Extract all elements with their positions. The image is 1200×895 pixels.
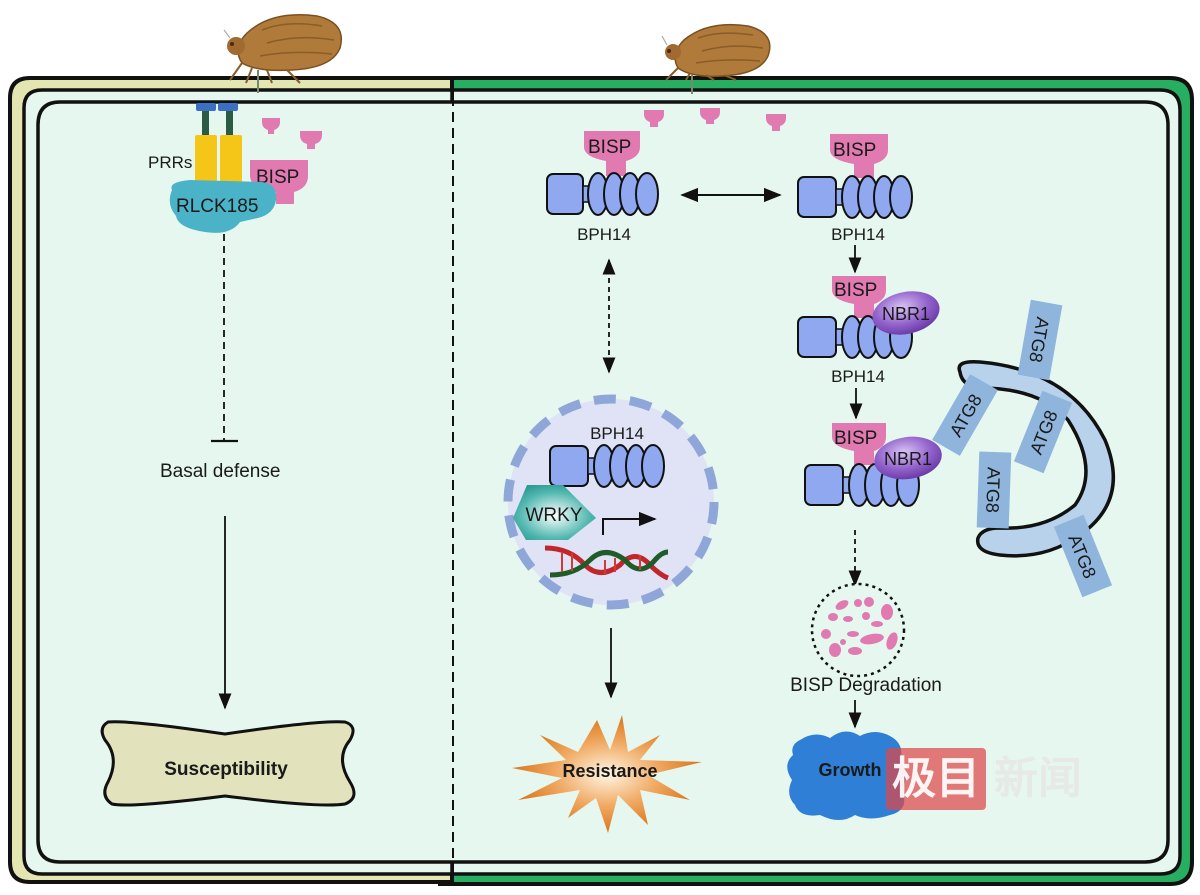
bph14-label: BPH14 xyxy=(831,367,885,386)
watermark: 极目 新闻 xyxy=(886,748,1082,810)
dna-helix-icon xyxy=(544,545,669,581)
bisp-label-left: BISP xyxy=(256,167,299,188)
bisp-effector-icon xyxy=(766,114,786,131)
bisp-label: BISP xyxy=(834,280,877,301)
bisp-effector-icon xyxy=(700,108,720,124)
bisp-bph14-complex-2: BISP BPH14 xyxy=(797,134,913,244)
rlck185-label: RLCK185 xyxy=(176,196,258,217)
bisp-degradation-label: BISP Degradation xyxy=(790,675,942,696)
bisp-nbr1-bph14-complex-3: BISP NBR1 BPH14 xyxy=(797,276,940,386)
atg8-protein-4: ATG8 xyxy=(976,451,1012,529)
bisp-label: BISP xyxy=(834,428,877,449)
planthopper-icon-left xyxy=(223,14,342,93)
bph14-protein-nuclear xyxy=(549,444,665,488)
bisp-effector-icon xyxy=(300,131,322,149)
watermark-brand: 极目 xyxy=(886,748,986,810)
bph14-protein xyxy=(546,172,659,216)
bisp-protein-left xyxy=(250,160,308,204)
nbr1-label: NBR1 xyxy=(882,304,930,324)
resistance-shape xyxy=(512,715,702,833)
planthopper-icon-right xyxy=(661,23,771,94)
basal-defense-label: Basal defense xyxy=(160,461,280,482)
bisp-effector-icon xyxy=(262,118,280,134)
wrky-transcription-factor xyxy=(513,485,596,540)
bisp-label: BISP xyxy=(588,137,631,158)
growth-label: Growth xyxy=(819,760,882,780)
growth-shape xyxy=(787,731,906,820)
susceptibility-label: Susceptibility xyxy=(164,759,288,780)
bph14-label: BPH14 xyxy=(577,225,631,244)
transcription-start-icon xyxy=(602,511,657,535)
susceptibility-shape xyxy=(100,720,356,807)
bisp-bph14-complex-1: BISP BPH14 xyxy=(546,131,659,244)
nbr1-protein xyxy=(872,291,940,335)
svg-text:ATG8: ATG8 xyxy=(982,467,1004,513)
bph14-protein xyxy=(797,175,913,219)
prr-label: PRRs xyxy=(148,153,192,172)
rlck185-kinase xyxy=(169,180,277,233)
resistance-label: Resistance xyxy=(562,761,657,781)
nbr1-protein xyxy=(874,436,942,480)
nbr1-label: NBR1 xyxy=(884,449,932,469)
atg8-protein-1: ATG8 xyxy=(1017,299,1063,381)
watermark-news: 新闻 xyxy=(994,753,1082,804)
bisp-label: BISP xyxy=(833,140,876,161)
prr-receptor xyxy=(195,103,242,185)
wrky-label: WRKY xyxy=(526,505,583,526)
bph14-label: BPH14 xyxy=(831,225,885,244)
nucleus-bph14-label: BPH14 xyxy=(590,424,644,443)
bisp-effector-icon xyxy=(644,110,664,127)
degradation-vesicle xyxy=(810,582,906,678)
bisp-nbr1-bph14-complex-4: BISP NBR1 xyxy=(804,423,942,507)
bph14-protein xyxy=(797,315,913,359)
